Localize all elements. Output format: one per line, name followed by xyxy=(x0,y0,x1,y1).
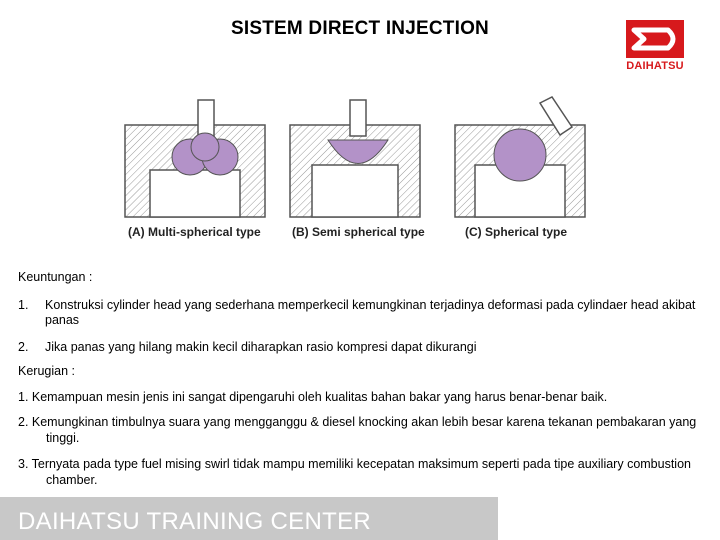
logo-text: DAIHATSU xyxy=(626,60,684,72)
keuntungan-heading: Keuntungan : xyxy=(18,270,93,284)
caption-semi-spherical: (B) Semi spherical type xyxy=(292,225,425,239)
caption-spherical: (C) Spherical type xyxy=(465,225,568,239)
caption-multi-spherical: (A) Multi-spherical type xyxy=(128,225,261,239)
kerugian-heading: Kerugian : xyxy=(18,364,75,378)
footer-text: DAIHATSU TRAINING CENTER xyxy=(18,508,372,535)
item-text: Konstruksi cylinder head yang sederhana … xyxy=(45,298,696,327)
daihatsu-logo-icon xyxy=(626,20,684,58)
engine-b-diagram xyxy=(289,99,421,218)
page-title: SISTEM DIRECT INJECTION xyxy=(231,18,489,39)
engine-a-diagram xyxy=(124,99,266,218)
kerugian-item-3: 3. Ternyata pada type fuel mising swirl … xyxy=(18,457,691,487)
daihatsu-logo: DAIHATSU xyxy=(622,20,688,80)
engine-c-diagram xyxy=(454,96,586,218)
kerugian-item-2: 2. Kemungkinan timbulnya suara yang meng… xyxy=(18,415,697,445)
item-number: 1. xyxy=(18,298,29,312)
kerugian-item-1: 1. Kemampuan mesin jenis ini sangat dipe… xyxy=(18,390,608,404)
item-number: 2. xyxy=(18,340,29,354)
item-text: Jika panas yang hilang makin kecil dihar… xyxy=(45,340,477,354)
combustion-chamber-diagram: (A) Multi-spherical type (B) Semi spheri… xyxy=(120,95,590,245)
footer-banner: DAIHATSU TRAINING CENTER xyxy=(0,497,498,540)
